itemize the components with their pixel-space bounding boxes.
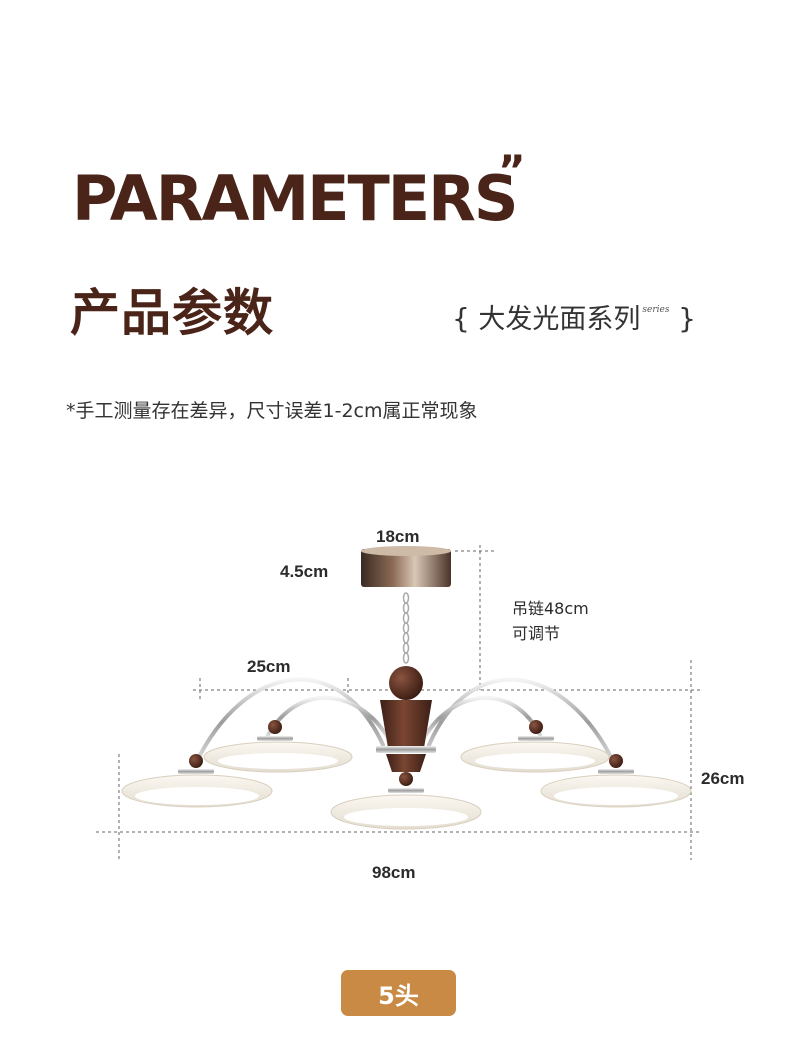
quote-mark: ” bbox=[498, 146, 526, 195]
lamp-shade-back-left bbox=[203, 720, 353, 773]
section-title: 产品参数 bbox=[70, 284, 274, 342]
total-width-label: 98cm bbox=[372, 863, 416, 882]
total-height-label: 26cm bbox=[701, 769, 745, 788]
page-title: PARAMETERS bbox=[72, 162, 519, 235]
series-label: 大发光面系列 bbox=[478, 304, 641, 335]
head-count-badge: 5头 bbox=[341, 970, 456, 1016]
ceiling-canopy bbox=[361, 546, 451, 587]
lamp-shade-front-right bbox=[540, 754, 692, 808]
brace-open: { bbox=[452, 302, 470, 335]
arm-span-label: 25cm bbox=[247, 657, 291, 676]
hanging-chain bbox=[402, 592, 410, 664]
brace-close: } bbox=[678, 302, 696, 335]
lamp-shade-front-left bbox=[121, 754, 273, 808]
lamp-shade-back-right bbox=[460, 720, 610, 773]
canopy-width-label: 18cm bbox=[376, 527, 420, 546]
chrome-arms bbox=[193, 677, 617, 767]
series-superscript: series bbox=[642, 305, 670, 315]
chain-adjustable-label: 可调节 bbox=[512, 624, 561, 643]
chain-length-label: 吊链48cm bbox=[512, 599, 589, 618]
canopy-height-label: 4.5cm bbox=[280, 562, 329, 581]
measurement-note: *手工测量存在差异，尺寸误差1-2cm属正常现象 bbox=[66, 400, 478, 422]
central-body bbox=[376, 666, 436, 772]
lamp-shade-center bbox=[330, 772, 482, 830]
